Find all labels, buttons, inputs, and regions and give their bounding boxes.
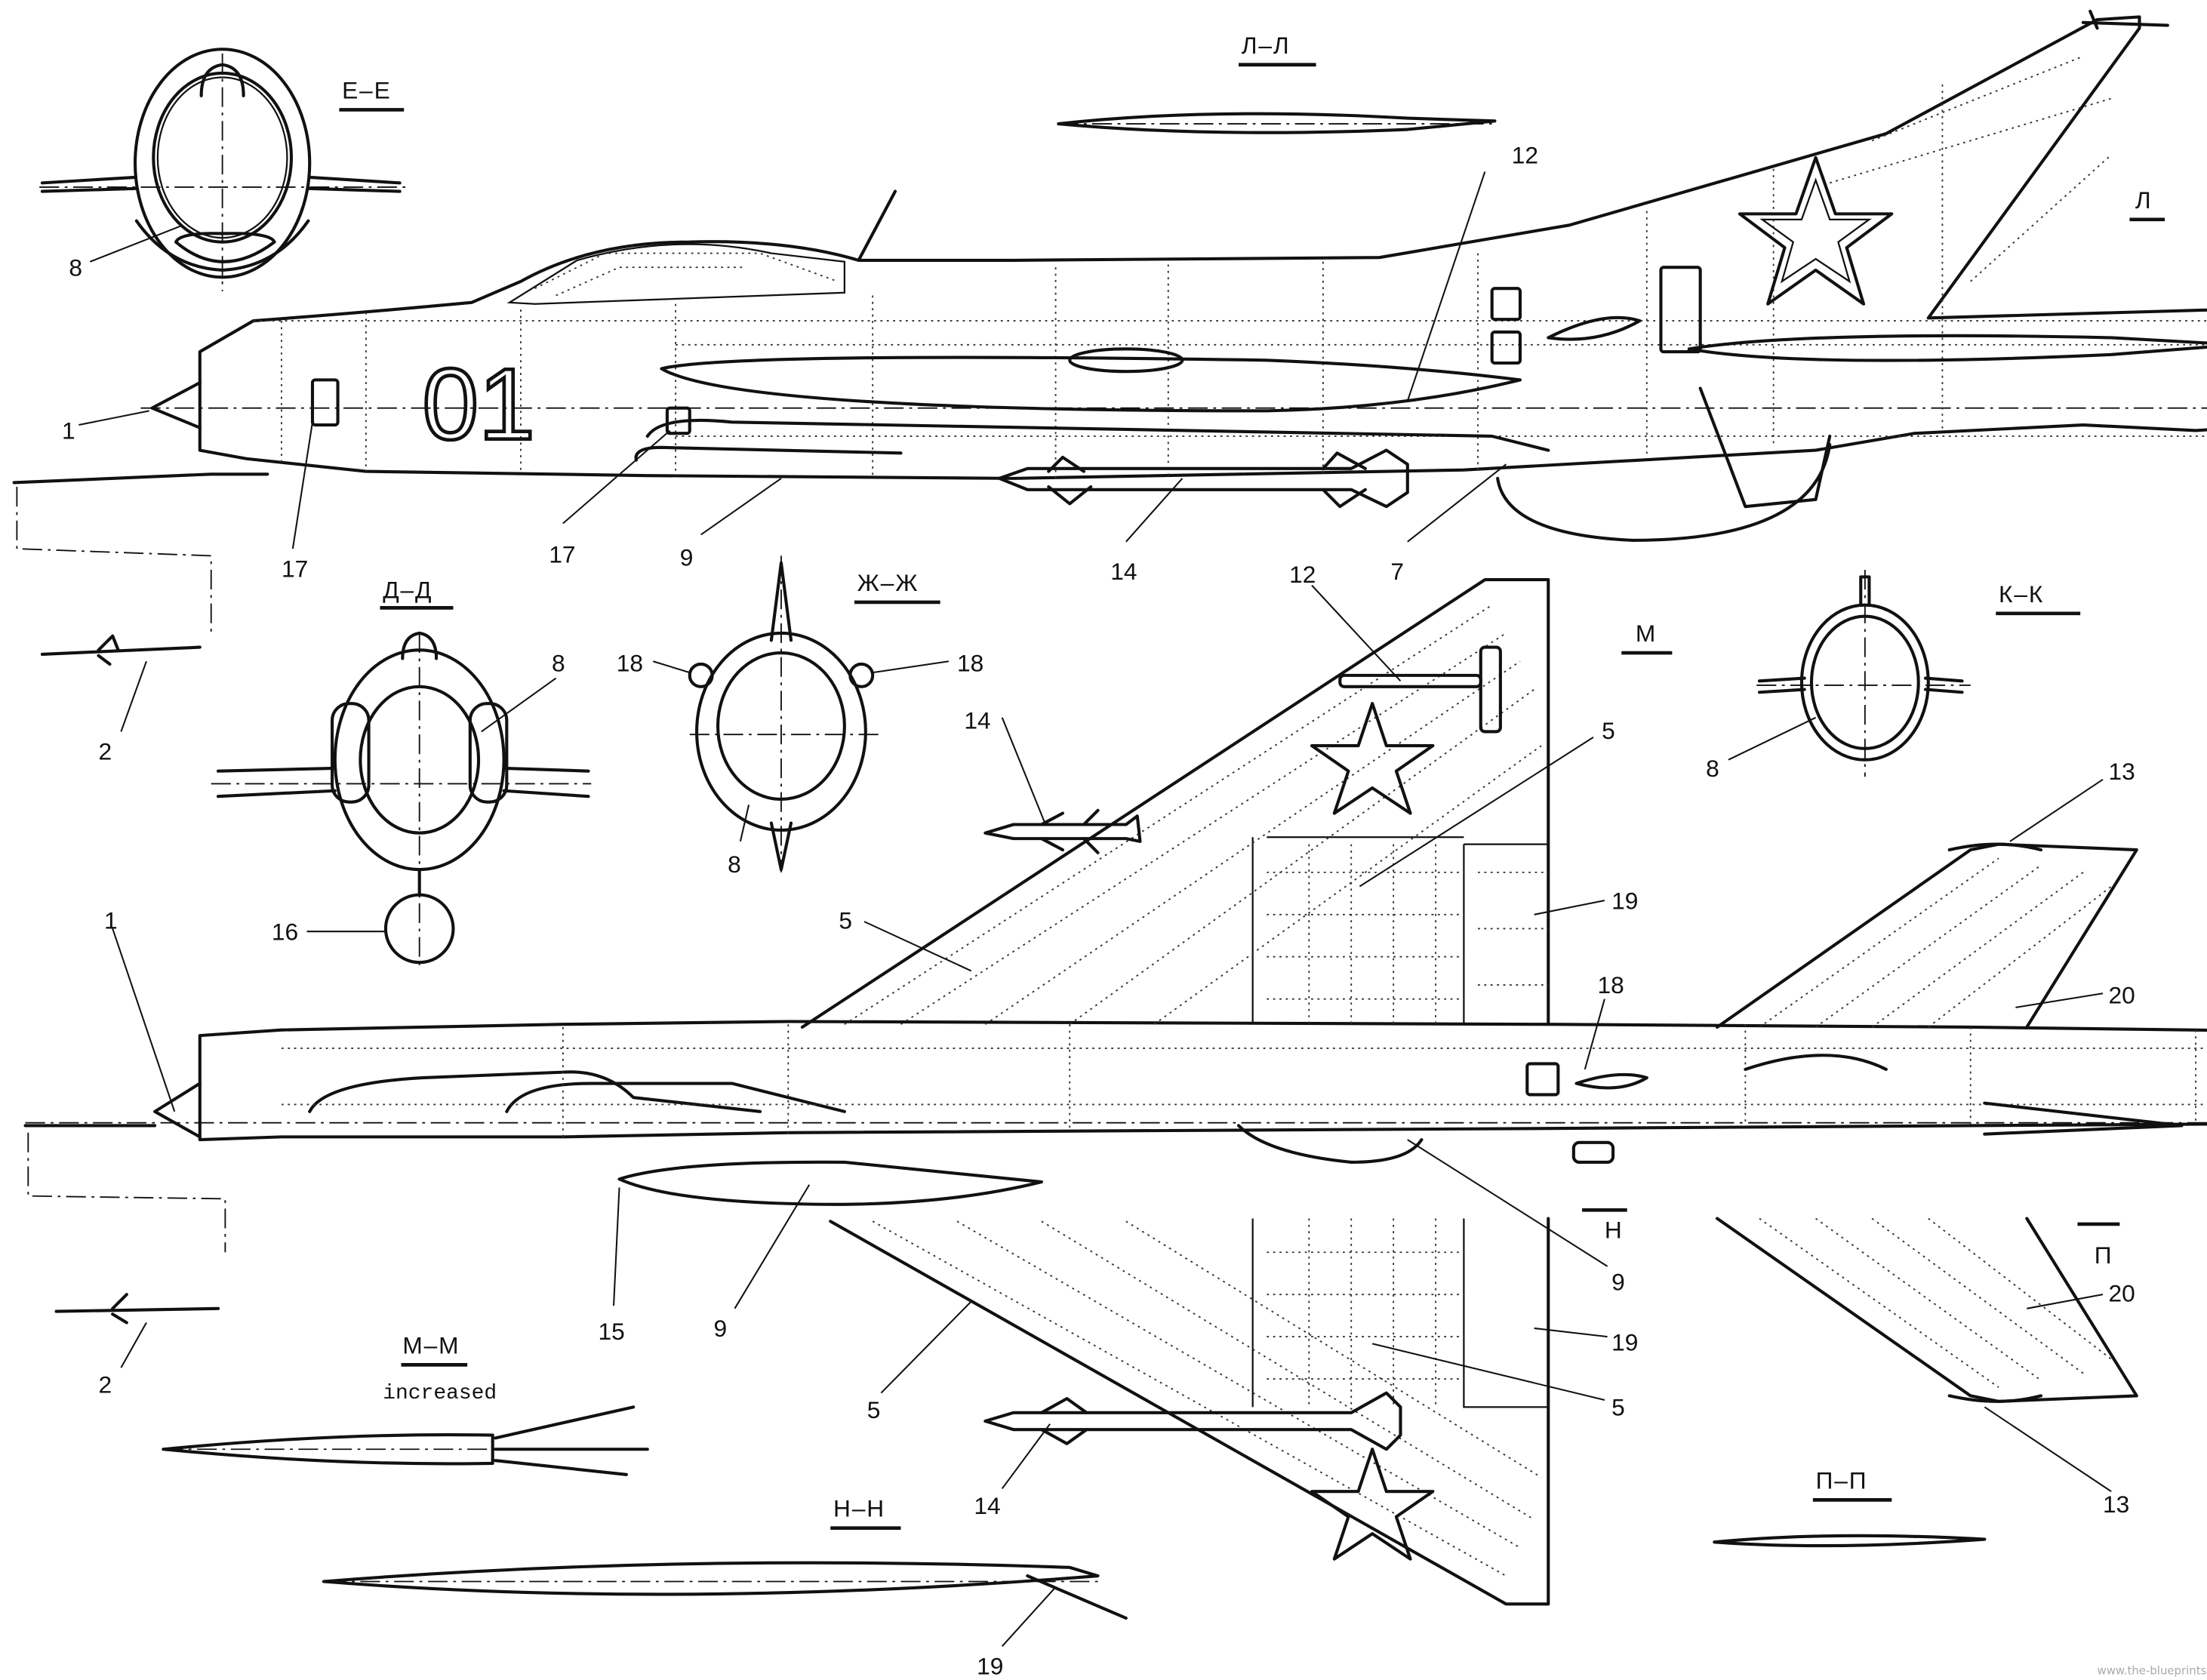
callout-5: 5 [1602, 717, 1615, 744]
callout-9: 9 [713, 1315, 727, 1342]
section-label-dd: Д–Д [383, 576, 432, 603]
callout-8: 8 [728, 851, 741, 878]
callout-2: 2 [99, 738, 112, 765]
section-label-l: Л [2135, 186, 2153, 214]
tail-number: 01 [422, 348, 534, 461]
callout-1: 1 [104, 906, 118, 934]
section-zhzh: Ж–Ж 18 18 8 [617, 555, 983, 878]
watermark: www.the-blueprints.com [2098, 1664, 2207, 1678]
callout-9: 9 [680, 543, 694, 571]
section-nn: Н–Н 19 [322, 1495, 1128, 1680]
callout-14: 14 [974, 1492, 1000, 1519]
section-ll: Л–Л [1057, 32, 1497, 134]
callout-20: 20 [2108, 1280, 2135, 1307]
section-ee: Е–Е 8 [39, 48, 406, 291]
section-label-mm: М–М [402, 1331, 460, 1358]
section-label-p: П [2095, 1242, 2113, 1269]
section-label-nn: Н–Н [833, 1495, 885, 1522]
section-note-increased: increased [383, 1382, 497, 1405]
callout-8: 8 [552, 649, 565, 676]
callout-14: 14 [964, 707, 990, 734]
callout-2: 2 [99, 1371, 112, 1398]
callout-19: 19 [977, 1653, 1003, 1680]
callout-19: 19 [1611, 887, 1638, 914]
section-mm: М–М increased [162, 1331, 649, 1476]
callout-18: 18 [1598, 971, 1624, 998]
callout-8: 8 [1706, 755, 1719, 782]
section-label-ll: Л–Л [1242, 32, 1291, 59]
section-label-pp: П–П [1816, 1466, 1868, 1494]
side-missile [997, 448, 1409, 509]
callout-12: 12 [1512, 141, 1538, 168]
plan-view: 2 1 [23, 561, 2207, 1606]
section-label-n: Н [1605, 1217, 1624, 1244]
callout-8: 8 [69, 254, 82, 281]
callout-13: 13 [2103, 1491, 2129, 1518]
section-label-m: М [1636, 620, 1657, 647]
callout-14: 14 [1110, 558, 1137, 585]
callout-13: 13 [2108, 758, 2135, 785]
callout-5: 5 [867, 1396, 881, 1423]
callout-5: 5 [839, 906, 852, 934]
callout-5: 5 [1611, 1394, 1625, 1421]
callout-18: 18 [617, 649, 643, 676]
section-label-kk: К–К [1999, 580, 2044, 608]
callout-9: 9 [1611, 1269, 1625, 1296]
callout-15: 15 [599, 1318, 625, 1345]
callout-17: 17 [282, 555, 308, 582]
callout-18: 18 [957, 649, 983, 676]
section-pp: П–П [1713, 1466, 1987, 1548]
callout-12: 12 [1289, 561, 1316, 588]
callout-19: 19 [1611, 1329, 1638, 1356]
callout-20: 20 [2108, 981, 2135, 1008]
callout-17: 17 [549, 541, 575, 568]
callout-1: 1 [62, 417, 75, 445]
section-label-zhzh: Ж–Ж [857, 569, 919, 596]
side-view: 01 2 [12, 9, 2207, 765]
section-label-ee: Е–Е [342, 77, 392, 104]
section-kk: К–К 8 [1706, 570, 2081, 782]
callout-16: 16 [272, 918, 298, 945]
callout-7: 7 [1390, 558, 1404, 585]
section-dd: Д–Д 8 16 [211, 576, 592, 971]
